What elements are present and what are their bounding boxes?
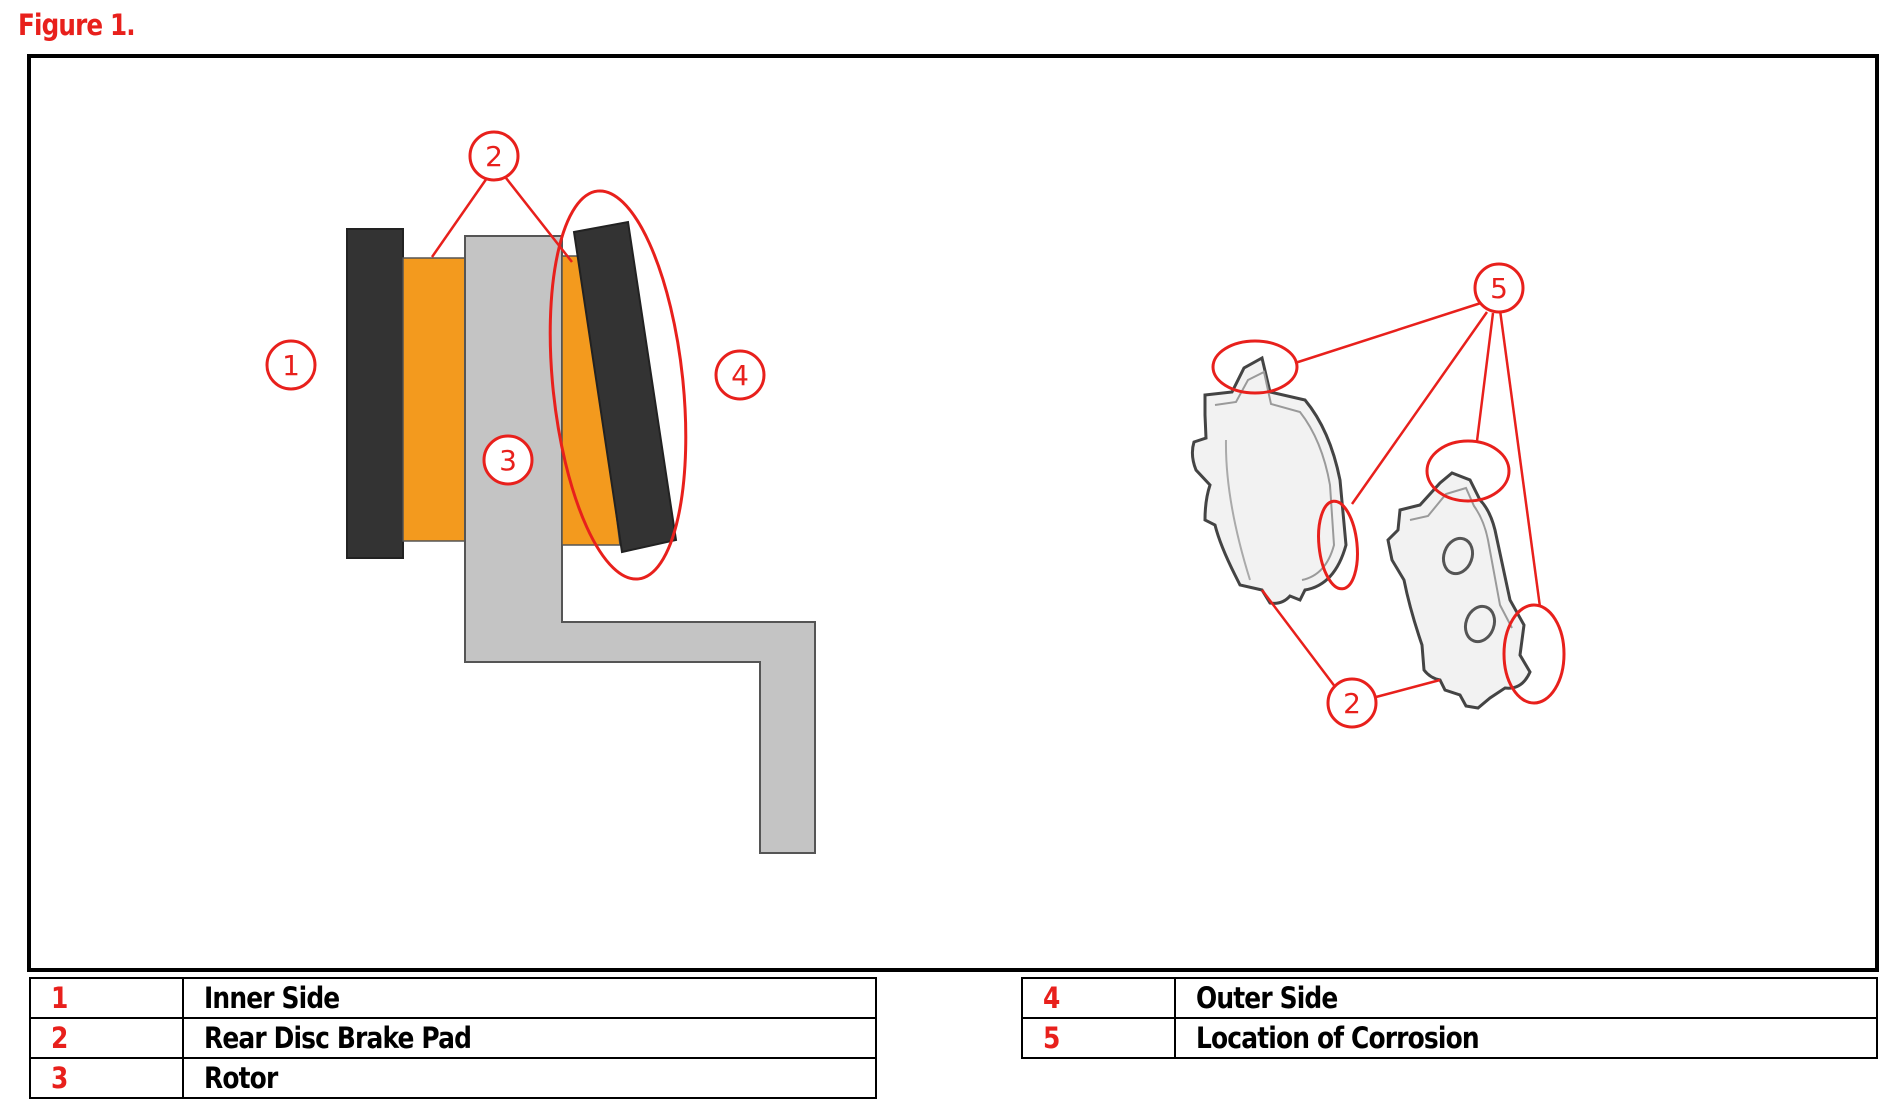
cross-section	[346, 177, 816, 854]
pad-inner-edge	[1409, 486, 1513, 629]
callout-2-top: 2	[468, 130, 520, 182]
leader-line	[430, 177, 489, 258]
callout-5-leaders	[1294, 300, 1542, 608]
callout-number: 2	[1343, 687, 1361, 720]
legend-row: 3 Rotor	[29, 1057, 877, 1099]
legend-label: Rear Disc Brake Pad	[182, 1017, 877, 1059]
callout-number: 2	[485, 140, 503, 173]
callout-circle	[1326, 677, 1378, 729]
diagram-frame	[27, 54, 1879, 972]
legend-row: 2 Rear Disc Brake Pad	[29, 1017, 877, 1059]
callout-2-bottom-leaders	[1261, 589, 1441, 699]
leader-line	[505, 177, 573, 263]
outer-backing-plate	[572, 220, 678, 554]
callout-2-bottom: 2	[1326, 677, 1378, 729]
leader-line	[1498, 309, 1542, 608]
legend-number: 1	[29, 977, 184, 1019]
inner-brake-pad	[402, 257, 466, 542]
callout-circle	[714, 349, 766, 401]
brake-pad-back	[1386, 471, 1532, 710]
inner-backing-plate	[346, 228, 404, 559]
pad-friction-line	[1224, 439, 1251, 581]
leader-line	[1375, 678, 1441, 699]
legend-row: 4 Outer Side	[1021, 977, 1878, 1019]
corrosion-highlight	[1211, 339, 1299, 395]
callout-circle	[265, 339, 317, 391]
leader-line	[1261, 589, 1337, 689]
callout-circle	[1473, 262, 1525, 314]
callout-number: 1	[282, 349, 300, 382]
legend-number: 5	[1021, 1017, 1176, 1059]
legend-table-right: 4 Outer Side 5 Location of Corrosion	[1021, 977, 1878, 1059]
legend-table-left: 1 Inner Side 2 Rear Disc Brake Pad 3 Rot…	[29, 977, 877, 1099]
legend-number: 3	[29, 1057, 184, 1099]
callout-circle	[468, 130, 520, 182]
pad-outline	[1386, 471, 1532, 710]
callout-5: 5	[1473, 262, 1525, 314]
leader-line	[1475, 312, 1495, 442]
legend-row: 5 Location of Corrosion	[1021, 1017, 1878, 1059]
callout-number: 3	[499, 444, 517, 477]
leader-line	[1350, 311, 1489, 505]
pad-inner-edge	[1214, 370, 1336, 581]
figure-title: Figure 1.	[18, 8, 136, 42]
pad-hole	[1463, 604, 1497, 644]
outer-side-highlight	[548, 189, 688, 581]
legend-label: Location of Corrosion	[1174, 1017, 1878, 1059]
callout-4: 4	[714, 349, 766, 401]
callout-number: 5	[1490, 272, 1508, 305]
legend-number: 2	[29, 1017, 184, 1059]
legend-label: Outer Side	[1174, 977, 1878, 1019]
legend-row: 1 Inner Side	[29, 977, 877, 1019]
leader-line	[1294, 300, 1485, 365]
callout-1: 1	[265, 339, 317, 391]
corrosion-highlight	[1317, 499, 1359, 591]
corrosion-highlight	[1502, 603, 1566, 705]
pad-hole	[1441, 536, 1475, 576]
callout-number: 4	[731, 359, 749, 392]
legend-label: Inner Side	[182, 977, 877, 1019]
callout-3: 3	[482, 434, 534, 486]
legend-label: Rotor	[182, 1057, 877, 1099]
corrosion-highlight	[1425, 439, 1511, 503]
legend-number: 4	[1021, 977, 1176, 1019]
callout-circle	[482, 434, 534, 486]
